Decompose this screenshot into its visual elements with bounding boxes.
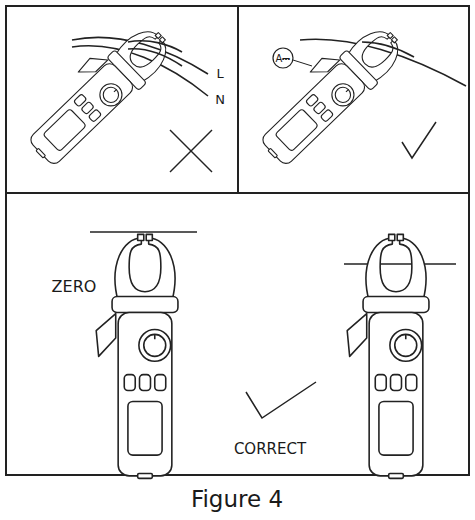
zero-label: ZERO (52, 278, 97, 296)
figure-caption: Figure 4 (191, 487, 283, 512)
correct-label: CORRECT (234, 441, 306, 458)
neutral-label: N (215, 93, 225, 107)
line-label: L (216, 67, 223, 81)
mode-symbol: A⎓ (276, 53, 291, 64)
